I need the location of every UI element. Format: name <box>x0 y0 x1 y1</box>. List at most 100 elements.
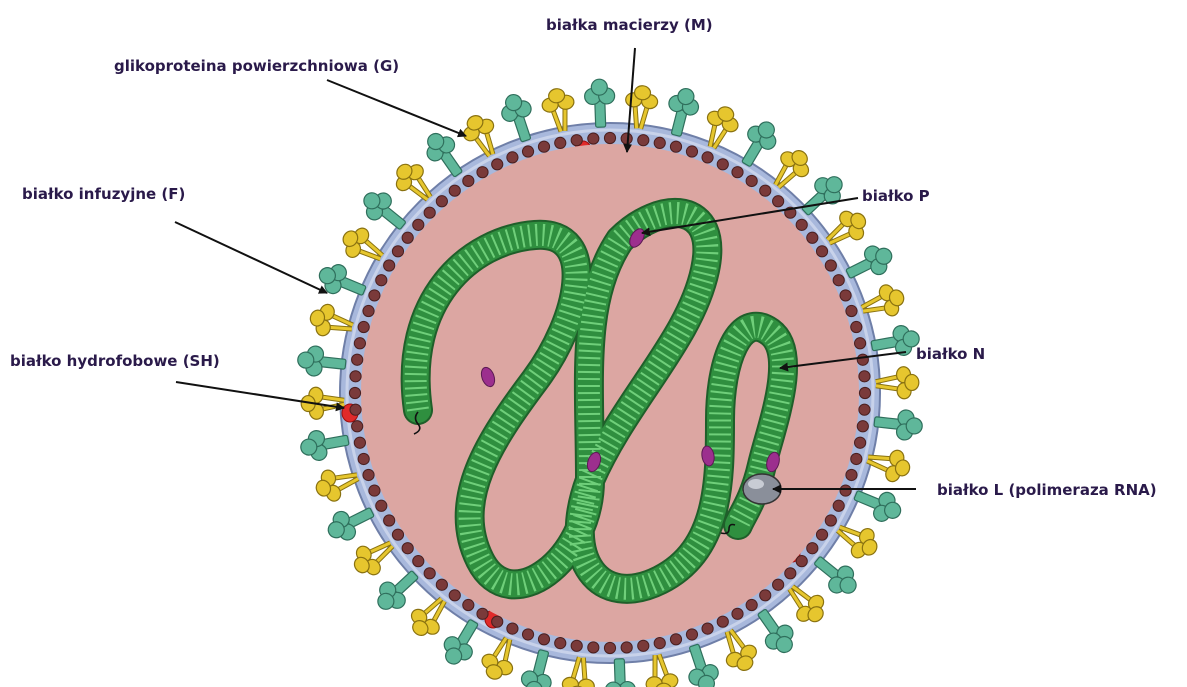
matrix-bead <box>840 485 851 496</box>
label-fusion-protein: białko infuzyjne (F) <box>22 185 185 203</box>
matrix-bead <box>354 437 365 448</box>
matrix-bead <box>588 133 599 144</box>
matrix-bead <box>413 219 424 230</box>
matrix-bead <box>816 529 827 540</box>
label-protein-l: białko L (polimeraza RNA) <box>937 481 1157 499</box>
matrix-bead <box>436 196 447 207</box>
matrix-bead <box>717 616 728 627</box>
matrix-bead <box>702 623 713 634</box>
matrix-bead <box>807 543 818 554</box>
g-stalk <box>614 659 625 685</box>
matrix-bead <box>369 485 380 496</box>
matrix-bead <box>702 152 713 163</box>
matrix-bead <box>825 515 836 526</box>
matrix-bead <box>492 616 503 627</box>
matrix-bead <box>846 305 857 316</box>
matrix-bead <box>413 556 424 567</box>
g-head-top <box>591 79 608 96</box>
matrix-bead <box>402 232 413 243</box>
matrix-bead <box>507 623 518 634</box>
matrix-bead <box>851 321 862 332</box>
matrix-bead <box>588 642 599 653</box>
matrix-bead <box>621 133 632 144</box>
matrix-bead <box>857 354 868 365</box>
matrix-bead <box>796 219 807 230</box>
matrix-bead <box>717 159 728 170</box>
matrix-bead <box>638 135 649 146</box>
matrix-bead <box>350 404 361 415</box>
matrix-bead <box>477 167 488 178</box>
matrix-bead <box>449 185 460 196</box>
matrix-bead <box>449 590 460 601</box>
matrix-bead <box>604 132 615 143</box>
matrix-bead <box>654 137 665 148</box>
matrix-bead <box>785 568 796 579</box>
matrix-bead <box>604 642 615 653</box>
matrix-bead <box>859 387 870 398</box>
f-head-left <box>578 678 595 687</box>
matrix-bead <box>840 290 851 301</box>
label-protein-n: białko N <box>916 345 985 363</box>
label-protein-p: białko P <box>862 187 930 205</box>
matrix-bead <box>670 634 681 645</box>
l-protein-highlight <box>748 479 764 489</box>
matrix-bead <box>522 146 533 157</box>
matrix-bead <box>376 275 387 286</box>
g-stalk <box>874 417 901 430</box>
matrix-bead <box>851 453 862 464</box>
matrix-bead <box>349 387 360 398</box>
matrix-bead <box>816 246 827 257</box>
matrix-bead <box>424 207 435 218</box>
matrix-bead <box>654 638 665 649</box>
matrix-bead <box>463 175 474 186</box>
g-glycoprotein-spike <box>296 344 347 379</box>
matrix-bead <box>354 338 365 349</box>
matrix-bead <box>571 640 582 651</box>
g-stalk <box>393 570 419 595</box>
matrix-bead <box>859 371 870 382</box>
f-fusion-spike <box>875 366 919 399</box>
g-stalk <box>319 357 346 370</box>
matrix-bead <box>746 599 757 610</box>
matrix-bead <box>376 500 387 511</box>
matrix-bead <box>732 608 743 619</box>
matrix-bead <box>392 529 403 540</box>
g-glycoprotein-spike <box>584 79 616 128</box>
matrix-bead <box>833 275 844 286</box>
matrix-bead <box>833 500 844 511</box>
matrix-bead <box>522 629 533 640</box>
matrix-bead <box>686 629 697 640</box>
matrix-bead <box>477 608 488 619</box>
matrix-bead <box>363 469 374 480</box>
matrix-bead <box>402 543 413 554</box>
matrix-bead <box>760 185 771 196</box>
g-glycoprotein-spike <box>873 407 924 442</box>
matrix-bead <box>773 196 784 207</box>
matrix-bead <box>507 152 518 163</box>
matrix-bead <box>358 453 369 464</box>
matrix-bead <box>358 321 369 332</box>
matrix-bead <box>436 579 447 590</box>
matrix-bead <box>732 167 743 178</box>
matrix-bead <box>555 137 566 148</box>
label-arrow <box>327 80 466 136</box>
matrix-bead <box>492 159 503 170</box>
matrix-bead <box>773 579 784 590</box>
matrix-bead <box>855 338 866 349</box>
matrix-bead <box>352 354 363 365</box>
matrix-bead <box>352 421 363 432</box>
matrix-bead <box>846 469 857 480</box>
matrix-bead <box>392 246 403 257</box>
f-head-right <box>562 677 579 687</box>
matrix-bead <box>424 568 435 579</box>
matrix-bead <box>384 515 395 526</box>
matrix-bead <box>859 404 870 415</box>
matrix-bead <box>807 232 818 243</box>
matrix-bead <box>760 590 771 601</box>
matrix-bead <box>350 371 361 382</box>
matrix-bead <box>686 146 697 157</box>
matrix-bead <box>796 556 807 567</box>
matrix-bead <box>571 135 582 146</box>
